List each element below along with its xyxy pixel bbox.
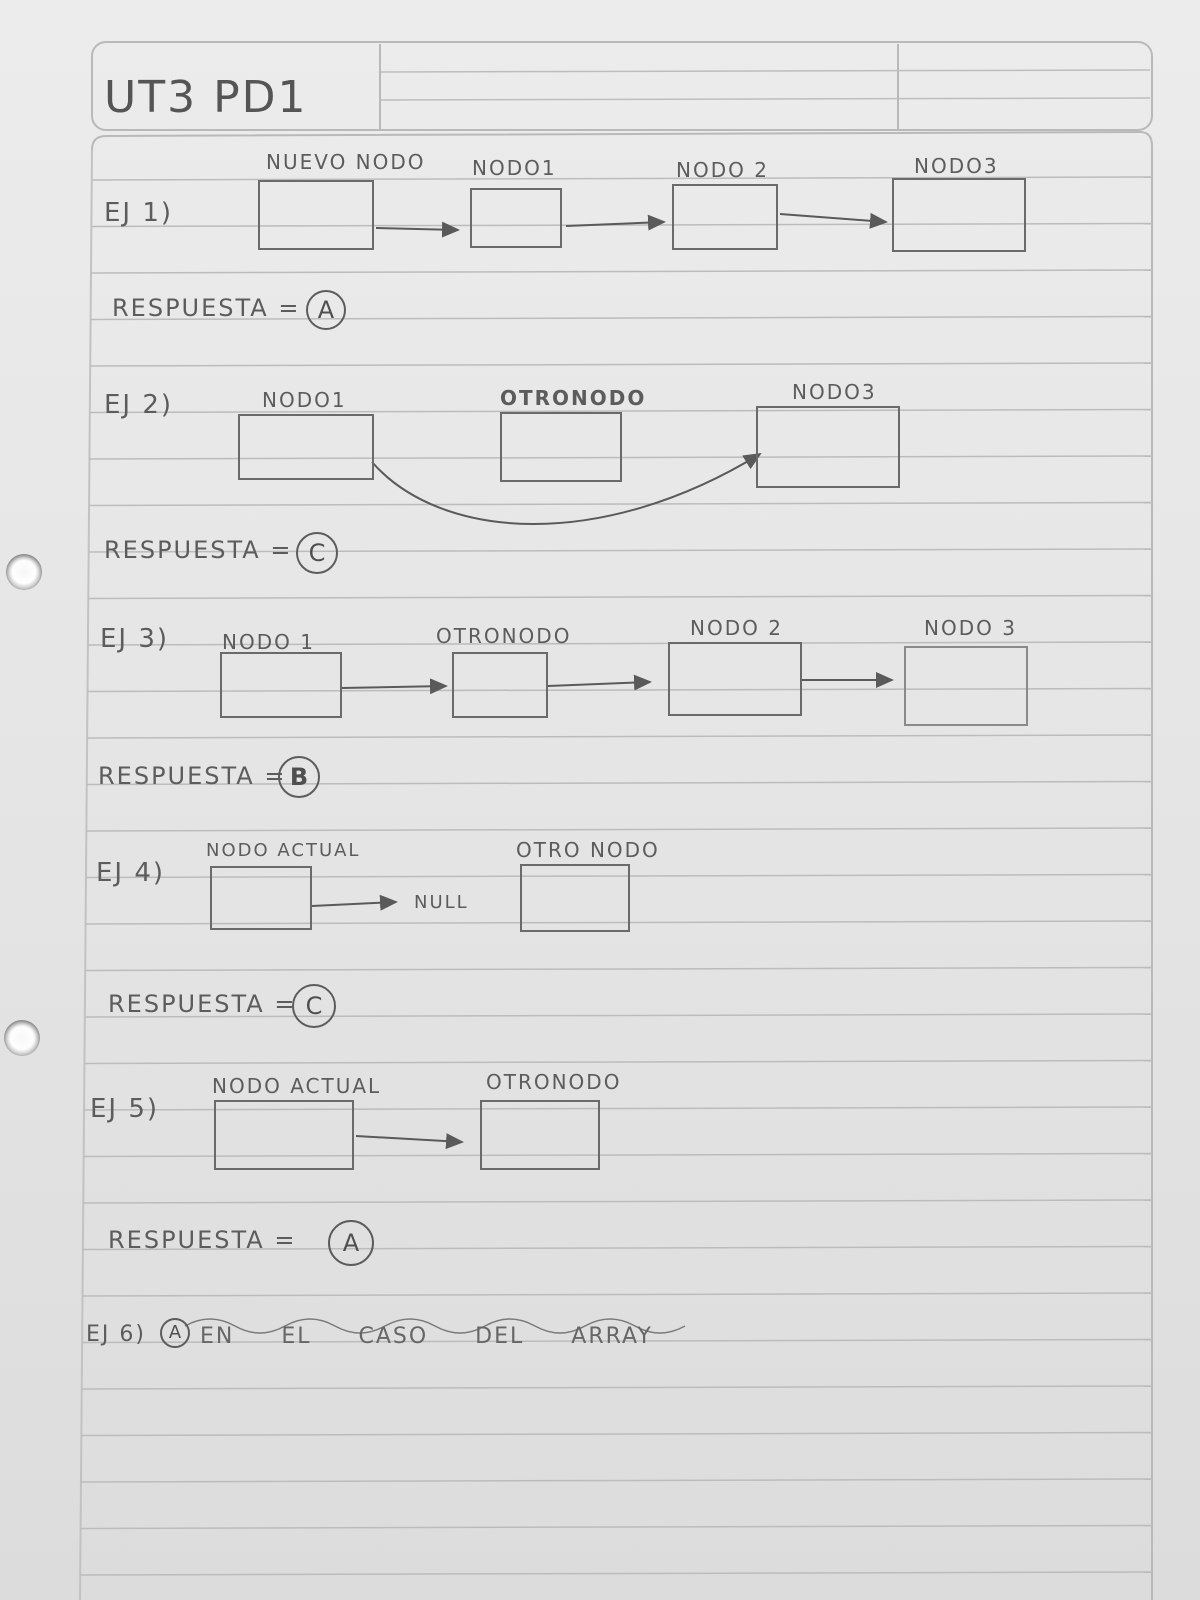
ej3-answer-circle: B xyxy=(278,756,320,798)
ruled-line xyxy=(84,1013,1153,1018)
ruled-line xyxy=(86,827,1153,832)
arrow-ej1-1 xyxy=(375,221,460,238)
exercise-2-label: EJ 2) xyxy=(104,390,174,420)
ruled-line xyxy=(89,408,1153,414)
ej1-node-box-1 xyxy=(258,180,374,250)
ruled-line xyxy=(86,780,1153,786)
ej1-answer-circle: A xyxy=(306,290,346,330)
ej3-node-label-4: NODO 3 xyxy=(924,616,1017,640)
ruled-line xyxy=(85,873,1153,879)
ej4-answer-circle: C xyxy=(292,984,336,1028)
ej2-node-box-3 xyxy=(756,406,900,488)
ej3-node-box-4 xyxy=(904,646,1028,726)
arrow-ej1-3 xyxy=(779,212,888,229)
arrow-ej3-2 xyxy=(547,674,652,691)
ej6-answer-circle: A xyxy=(160,1318,190,1348)
ej2-answer-label: RESPUESTA = xyxy=(104,536,293,564)
ej3-node-box-2 xyxy=(452,652,548,718)
ej4-null-label: NULL xyxy=(414,892,469,913)
exercise-5-label: EJ 5) xyxy=(90,1094,160,1124)
arrow-ej5 xyxy=(355,1133,464,1150)
ej1-node-label-2: NODO1 xyxy=(472,156,557,180)
arrow-ej3-1 xyxy=(341,678,448,695)
binder-hole-bottom xyxy=(4,1020,40,1056)
exercise-1-label: EJ 1) xyxy=(104,198,174,228)
exercise-4-label: EJ 4) xyxy=(96,858,166,888)
arrow-ej1-2 xyxy=(565,214,666,231)
ruled-line xyxy=(81,1385,1153,1390)
ej2-node-box-1 xyxy=(238,414,374,480)
ej3-node-label-3: NODO 2 xyxy=(690,616,783,640)
ruled-line xyxy=(85,920,1153,925)
ruled-line xyxy=(81,1431,1153,1437)
ej1-node-label-4: NODO3 xyxy=(914,154,999,178)
ruled-line xyxy=(87,687,1153,693)
ruled-line xyxy=(79,1571,1153,1576)
ruled-line xyxy=(82,1245,1153,1251)
ej1-node-label-3: NODO 2 xyxy=(676,158,769,182)
ruled-line xyxy=(91,176,1153,181)
ruled-line xyxy=(90,315,1153,321)
ej3-node-label-2: OTRONODO xyxy=(436,624,572,648)
arrow-ej2-curve xyxy=(371,452,762,525)
ruled-line xyxy=(84,1059,1153,1065)
ej2-node-label-1: NODO1 xyxy=(262,388,347,412)
ej1-node-label-1: NUEVO NODO xyxy=(266,150,426,174)
ruled-line xyxy=(87,641,1153,646)
ruled-line xyxy=(91,269,1153,274)
ruled-line xyxy=(80,1478,1153,1483)
ruled-line xyxy=(88,594,1153,600)
ej4-node-label-1: NODO ACTUAL xyxy=(206,840,361,861)
ej2-node-label-3: NODO3 xyxy=(792,380,877,404)
ruled-line xyxy=(80,1524,1153,1530)
ruled-line xyxy=(91,222,1153,228)
ruled-line xyxy=(85,966,1153,972)
ej5-node-box-1 xyxy=(214,1100,354,1170)
ruled-line xyxy=(88,548,1153,553)
ej3-answer-label: RESPUESTA = xyxy=(98,762,287,790)
ej5-node-label-1: NODO ACTUAL xyxy=(212,1074,382,1098)
ej1-node-box-3 xyxy=(672,184,778,250)
ruled-line xyxy=(83,1106,1153,1111)
ej5-node-label-2: OTRONODO xyxy=(486,1070,622,1094)
binder-hole-top xyxy=(6,554,42,590)
ej4-node-box-2 xyxy=(520,864,630,932)
ej1-answer-label: RESPUESTA = xyxy=(112,294,301,322)
page-title: UT3 PD1 xyxy=(104,72,308,123)
ej4-node-box-1 xyxy=(210,866,312,930)
ej3-node-box-1 xyxy=(220,652,342,718)
ej4-answer-label: RESPUESTA = xyxy=(108,990,297,1018)
ej2-answer-circle: C xyxy=(296,532,338,574)
ej5-answer-circle: A xyxy=(328,1220,374,1266)
ej4-node-label-2: OTRO NODO xyxy=(516,838,660,862)
ruled-line xyxy=(87,734,1153,739)
ej3-node-box-3 xyxy=(668,642,802,716)
scribble-strike xyxy=(184,1318,686,1334)
ej5-answer-label: RESPUESTA = xyxy=(108,1226,297,1254)
ruled-line xyxy=(81,1338,1153,1344)
ruled-line xyxy=(82,1292,1153,1297)
ruled-line xyxy=(89,501,1153,507)
ruled-line xyxy=(83,1199,1153,1204)
ruled-line xyxy=(90,362,1153,367)
ej5-node-box-2 xyxy=(480,1100,600,1170)
exercise-6-label: EJ 6) xyxy=(86,1322,146,1347)
ej3-node-label-1: NODO 1 xyxy=(222,630,315,654)
ej1-node-box-2 xyxy=(470,188,562,248)
exercise-3-label: EJ 3) xyxy=(100,624,170,654)
arrow-ej4-null xyxy=(311,894,398,911)
ej1-node-box-4 xyxy=(892,178,1026,252)
ruled-line xyxy=(83,1152,1153,1158)
ej2-node-label-2: OTRONODO xyxy=(500,386,647,410)
ej6-note: EN EL CASO DEL ARRAY xyxy=(200,1324,653,1349)
ej2-node-box-2 xyxy=(500,412,622,482)
